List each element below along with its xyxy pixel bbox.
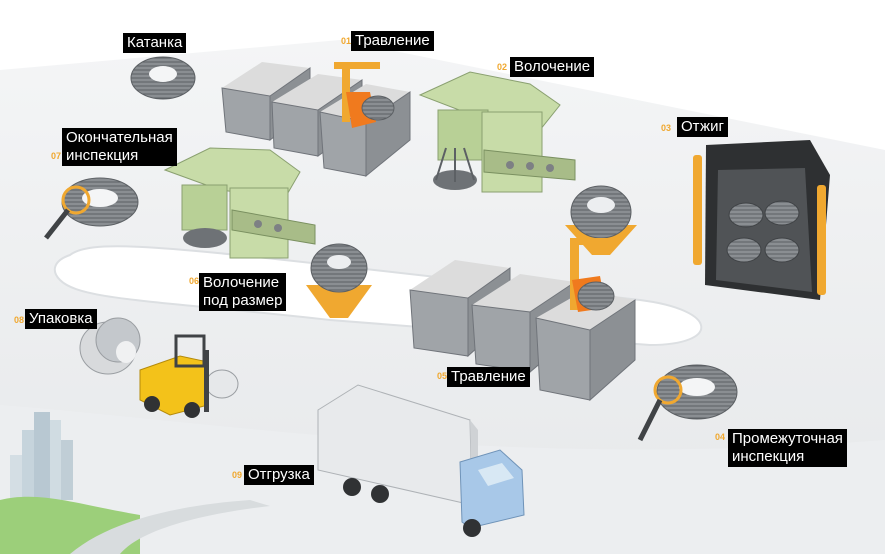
label-final-inspection: Окончательная инспекция [62,128,177,166]
step-number-05: 05 [437,371,448,381]
step-number-07: 07 [51,151,62,161]
final-inspection-coil [44,177,139,240]
truck [317,384,525,537]
step-number-01: 01 [341,36,352,46]
city-skyline [0,412,270,554]
label-pickling-2: Травление [447,367,530,387]
label-shipping: Отгрузка [244,465,314,485]
step-number-03: 03 [661,123,672,133]
label-packing: Упаковка [25,309,97,329]
intermediate-inspection-coil [637,364,738,442]
step-number-09: 09 [232,470,243,480]
step-number-02: 02 [497,62,508,72]
label-pickling-1: Травление [351,31,434,51]
sized-coil-on-stand [306,243,372,318]
packed-coils [79,317,239,399]
step-number-08: 08 [14,315,25,325]
pickling-tanks-1 [221,62,411,178]
label-intermediate-inspection: Промежуточная инспекция [728,429,847,467]
label-rod: Катанка [123,33,187,53]
label-annealing: Отжиг [677,117,728,137]
rod-coil [130,56,196,100]
step-number-06: 06 [189,276,200,286]
label-drawing: Волочение [510,57,595,77]
label-sizing-drawing: Волочение под размер [199,273,287,311]
annealing-furnace [693,140,830,300]
sizing-drawing-machine [163,147,316,259]
drawing-machine [418,71,576,193]
pickling-tanks-2 [409,238,636,402]
step-number-04: 04 [715,432,726,442]
forklift [139,334,209,418]
